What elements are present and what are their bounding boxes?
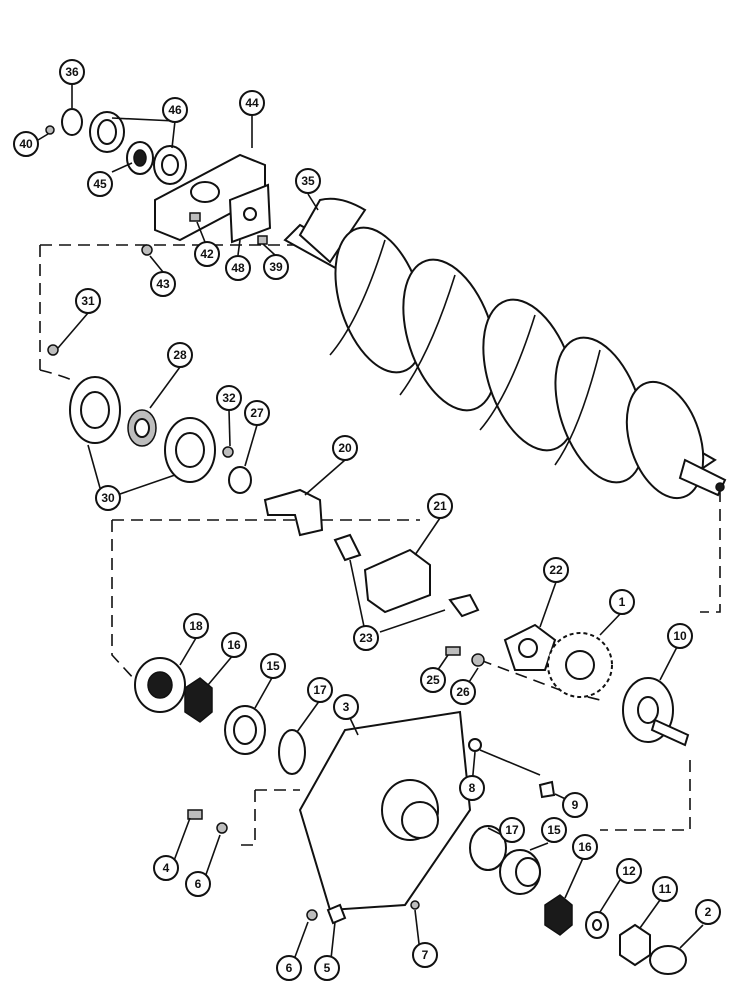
svg-text:18: 18 xyxy=(189,619,203,633)
callout: 2 xyxy=(695,899,721,925)
svg-text:16: 16 xyxy=(578,840,592,854)
callout: 17 xyxy=(499,817,525,843)
svg-text:4: 4 xyxy=(163,861,170,875)
callout: 42 xyxy=(194,241,220,267)
svg-text:32: 32 xyxy=(222,391,236,405)
svg-text:20: 20 xyxy=(338,441,352,455)
callout: 36 xyxy=(59,59,85,85)
svg-text:16: 16 xyxy=(227,638,241,652)
callout: 6 xyxy=(185,871,211,897)
svg-text:43: 43 xyxy=(156,277,170,291)
callout: 32 xyxy=(216,385,242,411)
callout: 16 xyxy=(572,834,598,860)
callout: 18 xyxy=(183,613,209,639)
svg-text:25: 25 xyxy=(426,673,440,687)
callout: 39 xyxy=(263,254,289,280)
lower-housing-group xyxy=(134,657,687,975)
svg-text:17: 17 xyxy=(505,823,519,837)
svg-text:7: 7 xyxy=(422,948,429,962)
callout: 15 xyxy=(260,653,286,679)
svg-text:22: 22 xyxy=(549,563,563,577)
svg-text:12: 12 xyxy=(622,864,636,878)
svg-text:46: 46 xyxy=(168,103,182,117)
callout: 4 xyxy=(153,855,179,881)
callout: 25 xyxy=(420,667,446,693)
svg-text:6: 6 xyxy=(286,961,293,975)
callout: 48 xyxy=(225,255,251,281)
svg-text:39: 39 xyxy=(269,260,283,274)
svg-text:15: 15 xyxy=(547,823,561,837)
callout: 17 xyxy=(307,677,333,703)
callout: 40 xyxy=(13,131,39,157)
callout: 43 xyxy=(150,271,176,297)
svg-text:17: 17 xyxy=(313,683,327,697)
callout: 1 xyxy=(609,589,635,615)
callout: 12 xyxy=(616,858,642,884)
callouts: 36 40 46 45 44 35 42 48 39 43 31 28 32 2… xyxy=(13,59,721,981)
svg-text:36: 36 xyxy=(65,65,79,79)
callout: 21 xyxy=(427,493,453,519)
svg-text:48: 48 xyxy=(231,261,245,275)
svg-text:2: 2 xyxy=(705,905,712,919)
callout: 28 xyxy=(167,342,193,368)
svg-text:35: 35 xyxy=(301,174,315,188)
svg-text:15: 15 xyxy=(266,659,280,673)
callout: 9 xyxy=(562,792,588,818)
callout: 27 xyxy=(244,400,270,426)
svg-text:30: 30 xyxy=(101,491,115,505)
upper-bearing-group xyxy=(45,108,272,256)
svg-text:10: 10 xyxy=(673,629,687,643)
svg-text:3: 3 xyxy=(343,700,350,714)
assembly-dash-upper xyxy=(39,244,721,613)
callout: 31 xyxy=(75,288,101,314)
callout: 3 xyxy=(333,694,359,720)
svg-text:1: 1 xyxy=(619,595,626,609)
callout: 7 xyxy=(412,942,438,968)
callout: 30 xyxy=(95,485,121,511)
svg-text:42: 42 xyxy=(200,247,214,261)
svg-text:21: 21 xyxy=(433,499,447,513)
svg-text:44: 44 xyxy=(245,96,259,110)
callout: 20 xyxy=(332,435,358,461)
callout: 26 xyxy=(450,679,476,705)
callout: 44 xyxy=(239,90,265,116)
svg-text:31: 31 xyxy=(81,294,95,308)
callout: 35 xyxy=(295,168,321,194)
callout: 5 xyxy=(314,955,340,981)
callout: 15 xyxy=(541,817,567,843)
callout: 22 xyxy=(543,557,569,583)
svg-text:45: 45 xyxy=(93,177,107,191)
svg-text:8: 8 xyxy=(469,781,476,795)
svg-text:28: 28 xyxy=(173,348,187,362)
svg-text:5: 5 xyxy=(324,961,331,975)
callout: 16 xyxy=(221,632,247,658)
middle-shaft-group xyxy=(47,344,690,747)
callout: 8 xyxy=(459,775,485,801)
callout: 45 xyxy=(87,171,113,197)
callout: 6 xyxy=(276,955,302,981)
svg-text:40: 40 xyxy=(19,137,33,151)
assembly-dash-lower xyxy=(240,760,691,846)
svg-text:26: 26 xyxy=(456,685,470,699)
svg-text:11: 11 xyxy=(659,882,672,896)
svg-text:6: 6 xyxy=(195,877,202,891)
callout: 23 xyxy=(353,625,379,651)
svg-text:9: 9 xyxy=(572,798,579,812)
svg-text:27: 27 xyxy=(250,406,264,420)
callout: 10 xyxy=(667,623,693,649)
callout: 46 xyxy=(162,97,188,123)
svg-text:23: 23 xyxy=(359,631,373,645)
callout: 11 xyxy=(652,876,678,902)
auger-flighting xyxy=(283,197,727,500)
